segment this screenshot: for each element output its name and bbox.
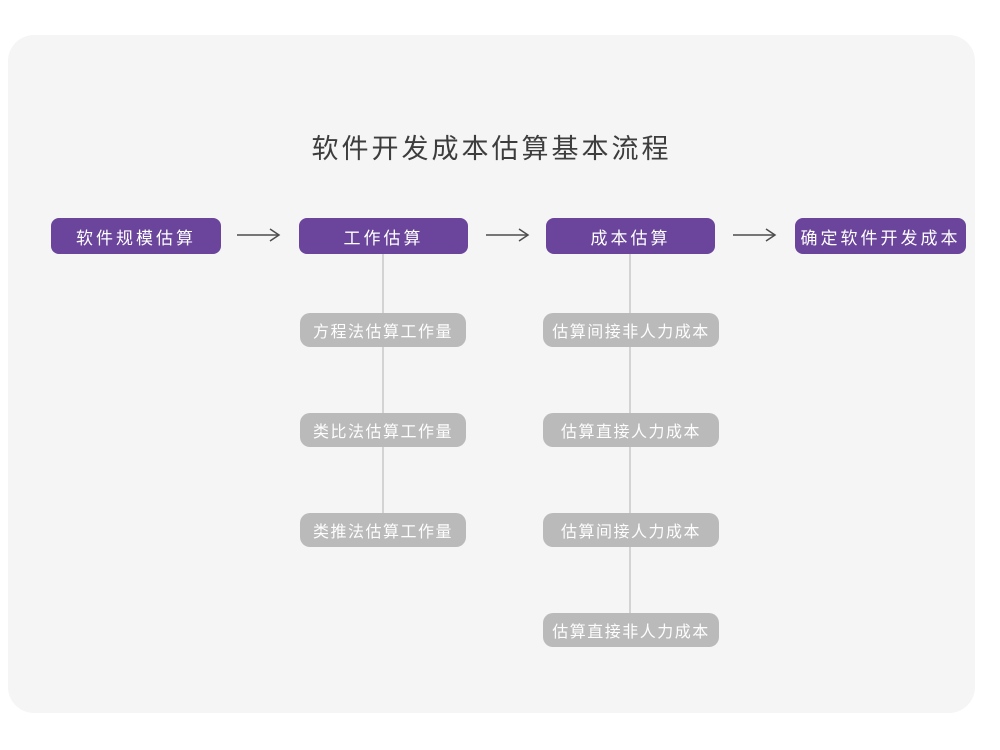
work-method-node-equation: 方程法估算工作量 — [300, 313, 466, 347]
work-estimation-connector-line — [382, 254, 384, 513]
arrow-right-icon — [236, 225, 282, 245]
arrow-right-icon — [732, 225, 778, 245]
flow-step-cost-estimation: 成本估算 — [546, 218, 715, 254]
cost-item-node-indirect-non-labor: 估算间接非人力成本 — [543, 313, 719, 347]
work-method-node-analogy: 类比法估算工作量 — [300, 413, 466, 447]
flow-step-work-estimation: 工作估算 — [299, 218, 468, 254]
flow-step-determine-development-cost: 确定软件开发成本 — [795, 218, 966, 254]
cost-item-node-direct-non-labor: 估算直接非人力成本 — [543, 613, 719, 647]
arrow-right-icon — [485, 225, 531, 245]
cost-item-node-indirect-labor: 估算间接人力成本 — [543, 513, 719, 547]
flow-step-software-scale-estimation: 软件规模估算 — [51, 218, 221, 254]
cost-item-node-direct-labor: 估算直接人力成本 — [543, 413, 719, 447]
diagram-title: 软件开发成本估算基本流程 — [311, 134, 672, 164]
diagram-card: 软件开发成本估算基本流程 软件规模估算 工作估算 成本估算 确定软件开发成本 — [8, 35, 975, 713]
work-method-node-extrapolation: 类推法估算工作量 — [300, 513, 466, 547]
